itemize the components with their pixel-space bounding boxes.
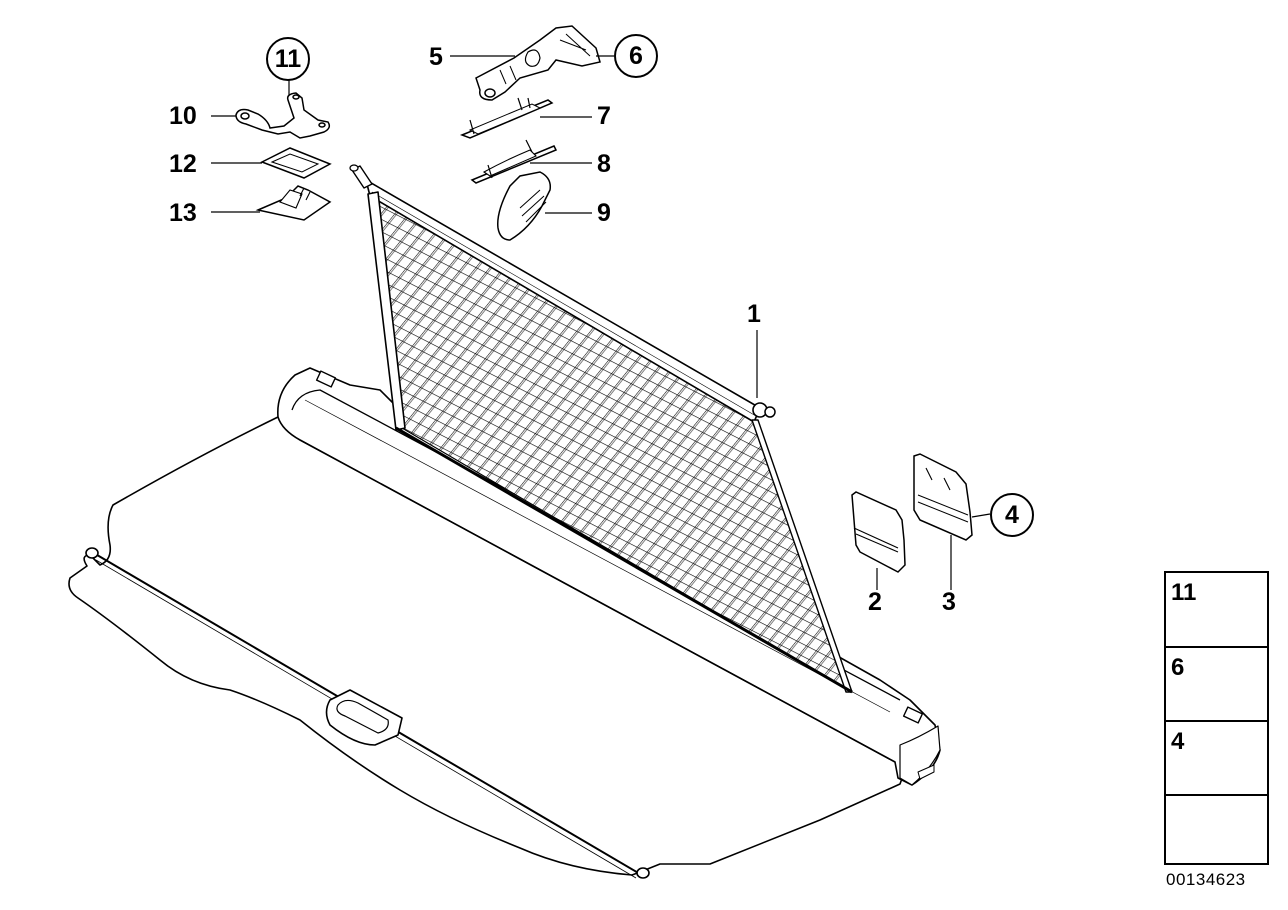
fastener-legend: 11 6 4 xyxy=(1164,571,1269,865)
callout-10: 10 xyxy=(169,102,197,130)
part-12-frame xyxy=(260,147,332,179)
callout-8: 8 xyxy=(597,150,611,178)
legend-item-4: 4 xyxy=(1166,722,1267,796)
callout-5: 5 xyxy=(429,43,443,71)
callout-9: 9 xyxy=(597,199,611,227)
callout-7: 7 xyxy=(597,102,611,130)
part-13-base xyxy=(255,185,332,221)
callout-12: 12 xyxy=(169,150,197,178)
part-3-holder xyxy=(913,453,973,541)
callout-4-circled: 4 xyxy=(990,493,1034,537)
callout-13: 13 xyxy=(169,199,197,227)
legend-item-11: 11 xyxy=(1166,573,1267,648)
roller-blind-sheet xyxy=(68,416,906,876)
leader-lines xyxy=(211,55,991,590)
legend-item-6: 6 xyxy=(1166,648,1267,722)
callout-2: 2 xyxy=(868,588,882,616)
part-8-guide xyxy=(470,139,558,184)
legend-label: 6 xyxy=(1171,654,1185,681)
part-2-clip xyxy=(851,491,906,573)
callout-6-circled: 6 xyxy=(614,34,658,78)
callout-11-circled: 11 xyxy=(266,37,310,81)
callout-1: 1 xyxy=(747,300,761,328)
document-number: 00134623 xyxy=(1166,870,1246,889)
part-5-bracket xyxy=(475,25,601,101)
partition-net xyxy=(349,164,853,694)
legend-label: 4 xyxy=(1171,728,1185,755)
part-9-cover xyxy=(497,171,552,241)
legend-label: 11 xyxy=(1171,579,1197,606)
roller-cover-assembly xyxy=(68,367,941,879)
part-7-guide xyxy=(459,97,554,139)
callout-3: 3 xyxy=(942,588,956,616)
part-10-bracket xyxy=(235,92,331,139)
legend-item-arrow xyxy=(1166,796,1267,863)
